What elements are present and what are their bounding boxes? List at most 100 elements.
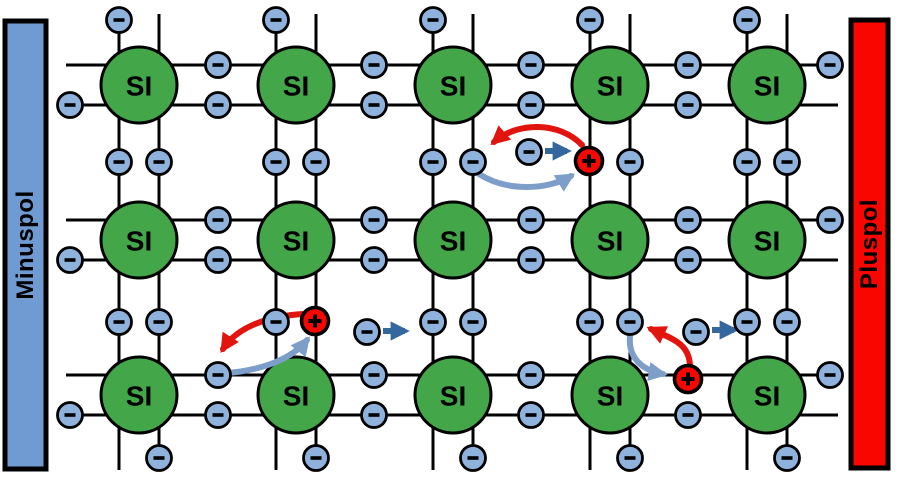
silicon-atom-circle [256,200,336,280]
bond-electron [517,51,545,79]
bond-electron [302,148,330,176]
silicon-atoms: SI SI SI SI SI SI SI SI SI SI SI SI SI SI SI [99,45,807,435]
silicon-atom: SI [99,355,179,435]
bond-electron [105,148,133,176]
silicon-atom: SI [99,45,179,125]
silicon-atom-label: SI [754,71,780,102]
silicon-atom-label: SI [283,226,309,257]
bond-electron [674,51,702,79]
silicon-atom-circle [413,45,493,125]
bond-electron [360,361,388,389]
hole-movement-arrow [646,326,693,370]
silicon-atom: SI [727,355,807,435]
bond-electron [105,308,133,336]
silicon-atom: SI [413,200,493,280]
bond-electron [360,206,388,234]
bond-electron [56,401,84,429]
bond-electron [733,148,761,176]
free-electron [682,318,710,346]
electron-jump-arrow [476,171,576,192]
hole-movement-arrow [220,311,306,354]
bond-electron [773,444,801,472]
bond-electron [616,444,644,472]
silicon-atom: SI [99,200,179,280]
silicon-atom-circle [99,45,179,125]
bond-electron [459,308,487,336]
electron-jump-arrow [626,333,668,381]
bond-electron [262,308,290,336]
bond-electron [674,401,702,429]
hole [573,145,605,177]
bond-electron [816,361,844,389]
holes [299,145,704,395]
bond-electron [459,148,487,176]
silicon-atom-circle [413,200,493,280]
silicon-atom-circle [570,355,650,435]
bond-electron [204,51,232,79]
bond-electron [419,6,447,34]
bond-electron [459,444,487,472]
bond-electron [56,91,84,119]
silicon-atom: SI [570,45,650,125]
silicon-atom-label: SI [126,381,152,412]
bond-electron [517,361,545,389]
silicon-atom-circle [727,200,807,280]
bond-electron [773,148,801,176]
silicon-atom: SI [413,355,493,435]
electrons [56,6,844,472]
bond-electron [204,246,232,274]
silicon-atom-circle [727,45,807,125]
silicon-atom-label: SI [597,381,623,412]
pluspol-bar [848,17,891,471]
bond-electron [576,6,604,34]
bond-electron [773,308,801,336]
hole [672,363,704,395]
bond-electron [517,246,545,274]
bond-electron [616,148,644,176]
silicon-atom-circle [413,355,493,435]
bond-electron [816,206,844,234]
bond-electron [517,91,545,119]
bond-electron [204,91,232,119]
bond-electron [419,308,447,336]
minuspol-label: Minuspol [12,190,39,299]
silicon-atom: SI [256,355,336,435]
bond-electron [517,401,545,429]
bond-electron [360,246,388,274]
silicon-atom: SI [256,45,336,125]
bond-electron [419,148,447,176]
bond-electron [733,308,761,336]
silicon-atom: SI [727,45,807,125]
silicon-atom: SI [413,45,493,125]
silicon-atom: SI [570,355,650,435]
silicon-atom-label: SI [754,226,780,257]
bond-electron [674,91,702,119]
pluspol-label: Pluspol [856,199,883,289]
silicon-atom-label: SI [283,71,309,102]
bond-electron [576,308,604,336]
silicon-atom-circle [570,200,650,280]
bond-electron [360,51,388,79]
silicon-atom-label: SI [597,226,623,257]
minuspol-bar [2,18,49,472]
bond-electron [674,246,702,274]
silicon-atom-label: SI [440,381,466,412]
bond-electron [145,148,173,176]
silicon-atom: SI [570,200,650,280]
bond-electron [517,206,545,234]
silicon-atom-label: SI [440,226,466,257]
bond-electron [56,246,84,274]
movement-arrows [220,124,739,381]
silicon-atom-circle [727,355,807,435]
bond-electron [145,444,173,472]
bond-electron [105,6,133,34]
silicon-atom: SI [256,200,336,280]
silicon-atom-circle [99,355,179,435]
bond-electron [816,51,844,79]
bond-electron [360,91,388,119]
bond-electron [204,401,232,429]
bond-electron [616,308,644,336]
silicon-atom-label: SI [597,71,623,102]
